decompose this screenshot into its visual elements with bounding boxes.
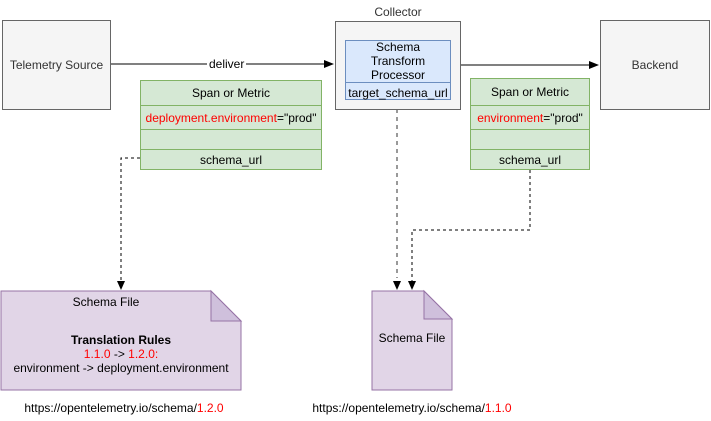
version-separator: -> [110,347,129,361]
node-telemetry-source: Telemetry Source [2,20,111,110]
schema-file-left-rules: Translation Rules 1.1.0 -> 1.2.0: enviro… [1,333,241,375]
record-right-attr-value: ="prod" [543,110,583,125]
schema-url-right-prefix: https://opentelemetry.io/schema/ [312,401,485,415]
record-left-attr-key: deployment.environment [145,110,277,125]
translation-rules-versions: 1.1.0 -> 1.2.0: [1,347,241,361]
schema-url-left-prefix: https://opentelemetry.io/schema/ [24,401,197,415]
schema-url-left-version: 1.2.0 [196,401,224,415]
node-backend: Backend [600,20,710,110]
record-span-or-metric-right: Span or Metric environment="prod" schema… [470,78,590,170]
record-left-empty-row [141,129,321,149]
telemetry-source-label: Telemetry Source [9,58,104,72]
record-right-header: Span or Metric [490,85,570,99]
schema-url-left: https://opentelemetry.io/schema/1.2.0 [1,401,247,415]
schema-file-left-title: Schema File [72,295,140,309]
record-right-attr-key: environment [477,110,544,125]
record-span-or-metric-left: Span or Metric deployment.environment="p… [140,80,322,170]
translation-rule-line: environment -> deployment.environment [13,361,229,375]
connector-target-schema-url [393,101,401,290]
record-right-schema-url: schema_url [471,149,589,169]
deliver-edge-label: deliver [207,57,247,71]
record-left-header: Span or Metric [191,86,271,100]
connector-left-schema-url [117,157,140,290]
processor-title: Schema Transform Processor [370,40,426,82]
schema-file-middle-shape [371,289,454,391]
collector-title: Collector [374,5,422,19]
record-left-attribute: deployment.environment="prod" [141,105,321,129]
backend-label: Backend [631,58,679,72]
record-right-empty-row [471,129,589,149]
arrow-collector-backend [461,61,599,69]
processor-target-schema-url: target_schema_url [346,82,450,103]
record-left-schema-url: schema_url [141,149,321,169]
node-schema-transform-processor: Schema Transform Processor target_schema… [345,40,451,100]
schema-file-middle-title: Schema File [378,331,446,345]
translation-rules-heading: Translation Rules [70,333,172,347]
connector-right-schema-url [408,170,531,290]
version-to: 1.2.0: [128,347,159,361]
schema-file-left-shape [0,289,243,391]
version-from: 1.1.0 [83,347,111,361]
record-left-attr-value: ="prod" [276,110,317,125]
schema-url-right-version: 1.1.0 [484,401,512,415]
schema-url-right: https://opentelemetry.io/schema/1.1.0 [292,401,532,415]
record-right-attribute: environment="prod" [471,105,589,129]
